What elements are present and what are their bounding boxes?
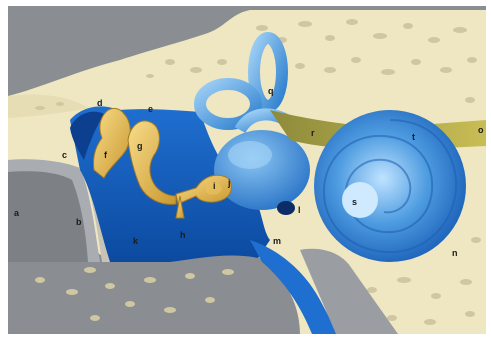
label-h: h: [180, 230, 186, 240]
label-i: i: [213, 181, 216, 191]
label-s: s: [352, 197, 357, 207]
cochlea-apex: [342, 182, 378, 218]
label-r: r: [311, 128, 315, 138]
round-window: [277, 201, 295, 215]
label-t: t: [412, 132, 415, 142]
label-c: c: [62, 150, 67, 160]
label-q: q: [268, 86, 274, 96]
label-o: o: [478, 125, 484, 135]
label-e: e: [148, 104, 153, 114]
label-g: g: [137, 141, 143, 151]
label-m: m: [273, 236, 281, 246]
vestibule-highlight: [228, 141, 272, 169]
vestibule: [214, 130, 310, 210]
label-n: n: [452, 248, 458, 258]
label-l: l: [298, 205, 301, 215]
label-j: j: [227, 178, 231, 188]
label-b: b: [76, 217, 82, 227]
label-d: d: [97, 98, 103, 108]
cochlea: [314, 110, 466, 262]
